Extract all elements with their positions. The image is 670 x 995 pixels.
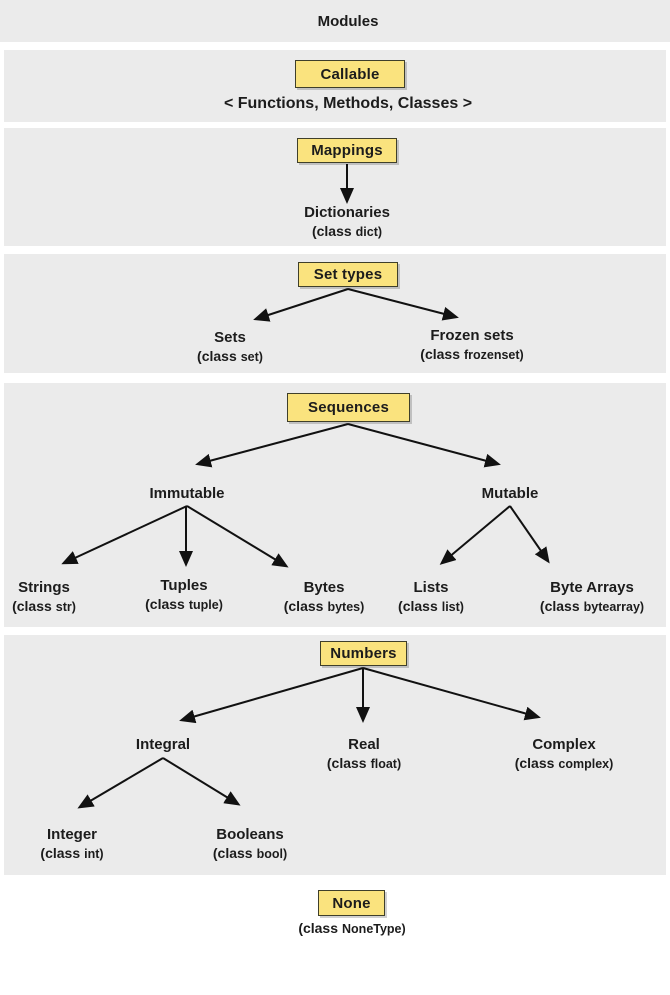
- set-types-box: Set types: [298, 262, 398, 287]
- mappings-box-label: Mappings: [311, 142, 383, 159]
- mappings-box: Mappings: [297, 138, 397, 163]
- callable-box-label: Callable: [320, 65, 380, 83]
- sequences-box: Sequences: [287, 393, 410, 422]
- sequences-box-label: Sequences: [307, 399, 389, 416]
- set-types-box-label: Set types: [313, 266, 383, 283]
- none-box-label: None: [332, 894, 371, 912]
- node-immutable: Immutable: [149, 485, 225, 502]
- section-modules-band: [0, 0, 670, 42]
- numbers-box: Numbers: [320, 641, 407, 666]
- numbers-box-label: Numbers: [330, 645, 397, 662]
- callable-box: Callable: [295, 60, 405, 88]
- node-integral: Integral: [135, 736, 191, 753]
- callable-caption: < Functions, Methods, Classes >: [223, 95, 473, 112]
- node-mutable: Mutable: [481, 485, 539, 502]
- none-box: None: [318, 890, 385, 916]
- modules-title: Modules: [317, 13, 379, 30]
